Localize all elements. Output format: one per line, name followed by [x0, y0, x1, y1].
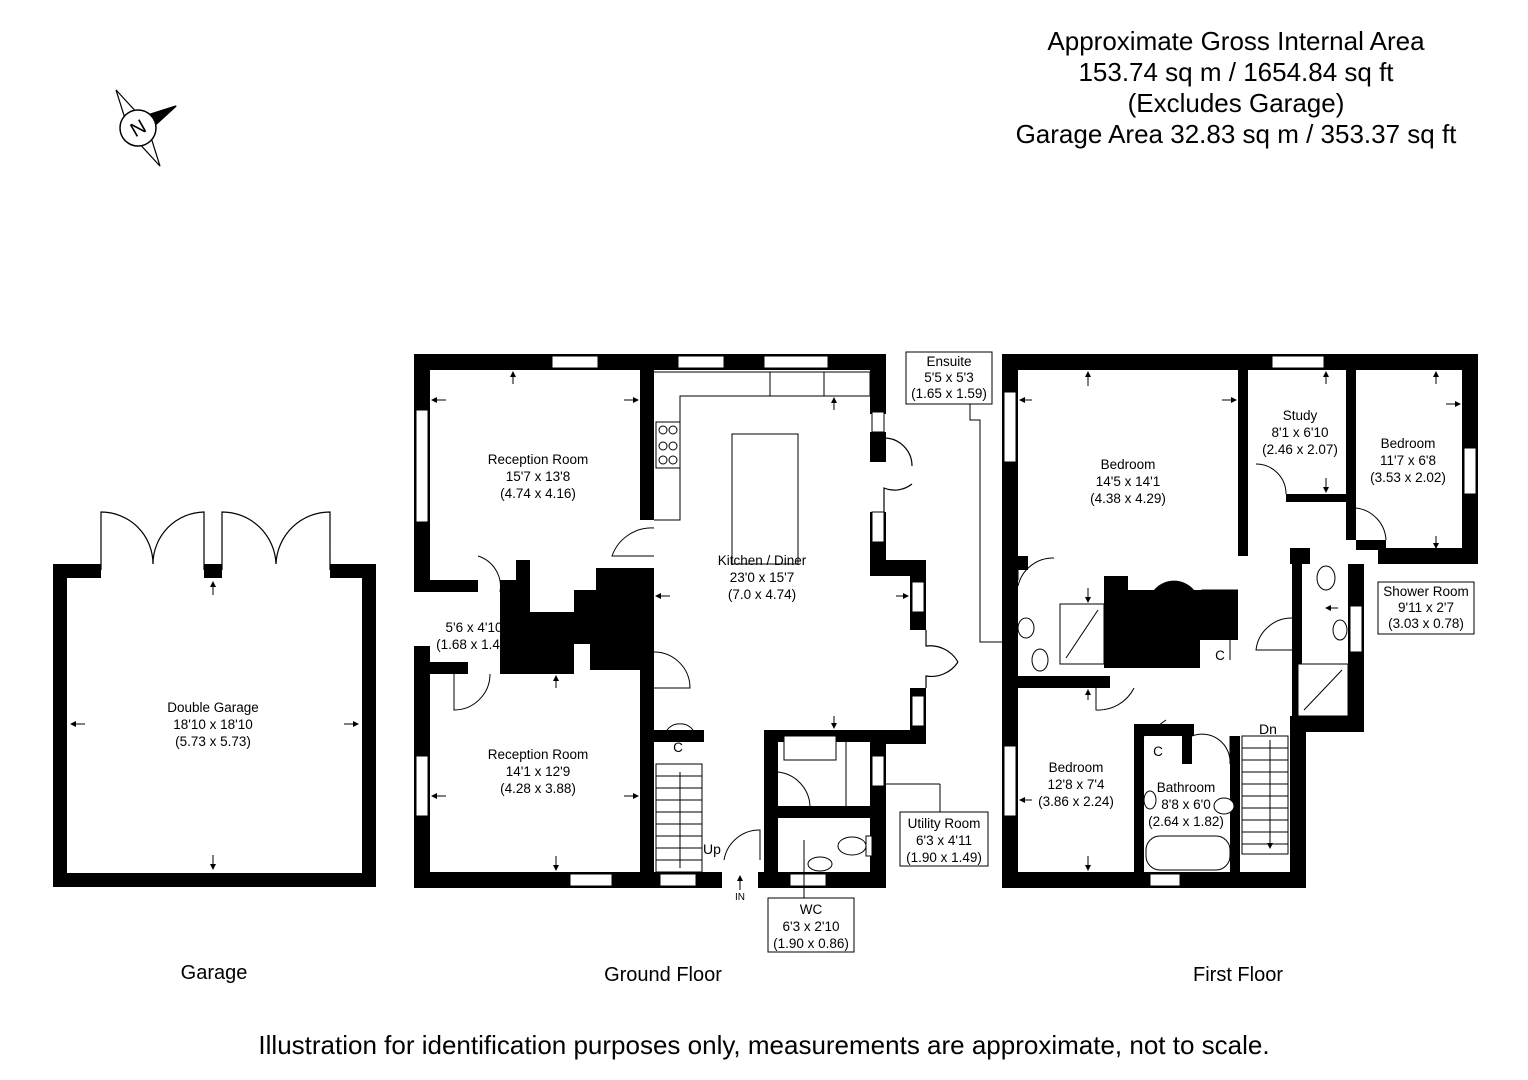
area-title: Approximate Gross Internal Area: [1047, 26, 1425, 56]
callout-wc: WC 6'3 x 2'10 (1.90 x 0.86): [767, 840, 855, 953]
floor-label-first: First Floor: [1193, 964, 1283, 986]
room-label-reception-room-2: Reception Room 14'1 x 12'9 (4.28 x 3.88): [488, 747, 589, 796]
svg-text:Ensuite: Ensuite: [926, 354, 971, 369]
svg-text:Reception Room: Reception Room: [488, 747, 589, 762]
callout-ensuite: Ensuite 5'5 x 5'3 (1.65 x 1.59): [905, 351, 1018, 643]
svg-text:Bathroom: Bathroom: [1157, 780, 1216, 795]
svg-text:(3.53 x 2.02): (3.53 x 2.02): [1370, 470, 1446, 485]
svg-text:6'3 x 2'10: 6'3 x 2'10: [783, 919, 840, 934]
svg-text:Bedroom: Bedroom: [1049, 760, 1104, 775]
svg-text:14'1 x 12'9: 14'1 x 12'9: [506, 764, 570, 779]
svg-text:14'5 x 14'1: 14'5 x 14'1: [1096, 474, 1160, 489]
svg-text:18'10 x 18'10: 18'10 x 18'10: [173, 717, 252, 732]
room-label-kitchen-diner: Kitchen / Diner 23'0 x 15'7 (7.0 x 4.74): [718, 553, 807, 602]
garage-plan: [53, 511, 376, 887]
svg-text:Utility Room: Utility Room: [908, 816, 981, 831]
room-label-study: Study 8'1 x 6'10 (2.46 x 2.07): [1262, 408, 1338, 457]
svg-text:(2.64 x 1.82): (2.64 x 1.82): [1148, 814, 1224, 829]
svg-text:(4.38 x 4.29): (4.38 x 4.29): [1090, 491, 1166, 506]
svg-text:(5.73 x 5.73): (5.73 x 5.73): [175, 734, 251, 749]
svg-text:23'0 x 15'7: 23'0 x 15'7: [730, 570, 794, 585]
svg-text:15'7 x 13'8: 15'7 x 13'8: [506, 469, 570, 484]
floor-label-garage: Garage: [180, 962, 248, 984]
svg-text:(7.0 x 4.74): (7.0 x 4.74): [728, 587, 796, 602]
area-summary: Approximate Gross Internal Area 153.74 s…: [980, 26, 1492, 150]
garage-area: Garage Area 32.83 sq m / 353.37 sq ft: [1015, 119, 1457, 149]
stairs-down-marker: Dn: [1259, 721, 1277, 737]
svg-text:(1.90 x 0.86): (1.90 x 0.86): [773, 936, 849, 951]
area-note: (Excludes Garage): [1127, 88, 1345, 118]
svg-text:12'8 x 7'4: 12'8 x 7'4: [1048, 777, 1105, 792]
svg-text:5'6 x 4'10: 5'6 x 4'10: [446, 620, 503, 635]
cupboard-marker-landing: C: [1153, 744, 1163, 759]
room-label-bathroom: Bathroom 8'8 x 6'0 (2.64 x 1.82): [1148, 780, 1224, 829]
room-label-bedroom-2: Bedroom 11'7 x 6'8 (3.53 x 2.02): [1370, 436, 1446, 485]
floor-label-ground: Ground Floor: [604, 964, 722, 986]
svg-text:8'8 x 6'0: 8'8 x 6'0: [1161, 797, 1210, 812]
room-label-double-garage: Double Garage 18'10 x 18'10 (5.73 x 5.73…: [167, 700, 259, 749]
svg-text:Reception Room: Reception Room: [488, 452, 589, 467]
svg-text:8'1 x 6'10: 8'1 x 6'10: [1272, 425, 1329, 440]
room-label-hall: 5'6 x 4'10 (1.68 x 1.46): [436, 620, 512, 652]
svg-text:WC: WC: [800, 902, 823, 917]
svg-text:(1.90 x 1.49): (1.90 x 1.49): [906, 850, 982, 865]
svg-text:(1.65 x 1.59): (1.65 x 1.59): [911, 386, 987, 401]
svg-text:Shower Room: Shower Room: [1383, 584, 1469, 599]
cupboard-marker-ensuite: C: [1215, 648, 1225, 663]
cupboard-marker: C: [673, 740, 683, 755]
room-label-bedroom-3: Bedroom 12'8 x 7'4 (3.86 x 2.24): [1038, 760, 1114, 809]
svg-text:(4.28 x 3.88): (4.28 x 3.88): [500, 781, 576, 796]
svg-text:Study: Study: [1283, 408, 1318, 423]
svg-text:(2.46 x 2.07): (2.46 x 2.07): [1262, 442, 1338, 457]
svg-text:9'11 x 2'7: 9'11 x 2'7: [1398, 600, 1454, 615]
disclaimer: Illustration for identification purposes…: [258, 1030, 1270, 1060]
svg-text:Kitchen / Diner: Kitchen / Diner: [718, 553, 807, 568]
room-label-reception-room-1: Reception Room 15'7 x 13'8 (4.74 x 4.16): [488, 452, 589, 501]
area-total: 153.74 sq m / 1654.84 sq ft: [1078, 57, 1394, 87]
svg-text:(3.86 x 2.24): (3.86 x 2.24): [1038, 794, 1114, 809]
svg-text:6'3 x 4'11: 6'3 x 4'11: [916, 833, 972, 848]
svg-text:11'7 x 6'8: 11'7 x 6'8: [1380, 453, 1436, 468]
svg-text:5'5 x 5'3: 5'5 x 5'3: [924, 370, 973, 385]
ground-floor-plan: [412, 354, 959, 890]
callout-utility-room: Utility Room 6'3 x 4'11 (1.90 x 1.49): [884, 783, 989, 867]
svg-text:(4.74 x 4.16): (4.74 x 4.16): [500, 486, 576, 501]
callout-shower-room: Shower Room 9'11 x 2'7 (3.03 x 0.78): [1377, 581, 1475, 635]
entrance-marker: IN: [735, 892, 745, 903]
svg-text:Bedroom: Bedroom: [1101, 457, 1156, 472]
room-label-bedroom-1: Bedroom 14'5 x 14'1 (4.38 x 4.29): [1090, 457, 1166, 506]
svg-text:Double Garage: Double Garage: [167, 700, 259, 715]
svg-text:(1.68 x 1.46): (1.68 x 1.46): [436, 637, 512, 652]
first-floor-plan: [1002, 354, 1478, 888]
svg-text:Bedroom: Bedroom: [1381, 436, 1436, 451]
stairs-up-marker: Up: [703, 841, 721, 857]
compass-north-icon: N: [115, 89, 177, 167]
svg-text:(3.03 x 0.78): (3.03 x 0.78): [1388, 616, 1464, 631]
